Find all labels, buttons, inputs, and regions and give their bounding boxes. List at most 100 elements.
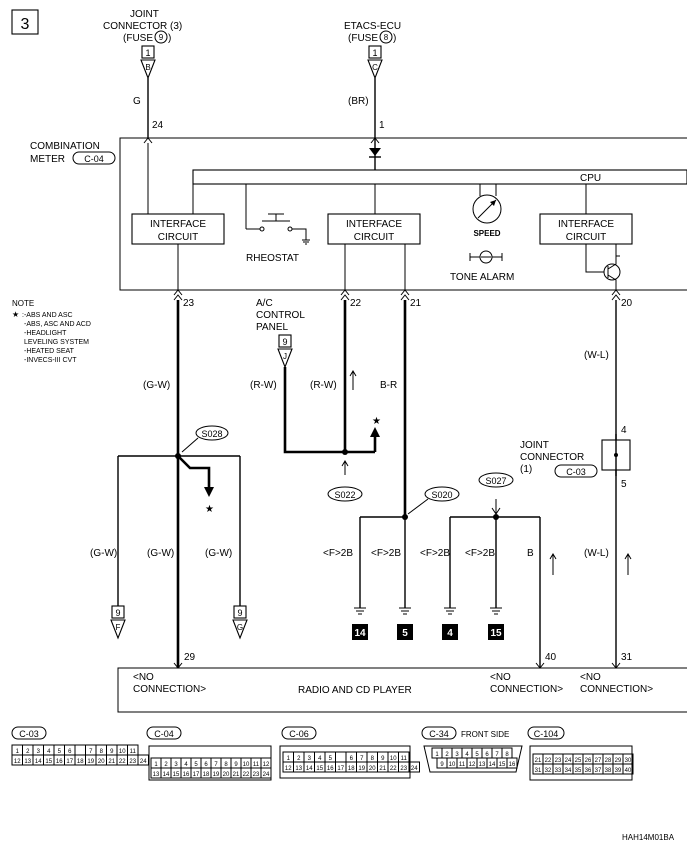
svg-text:PANEL: PANEL [256,322,288,333]
connector-pin-c06: 18 [348,766,355,772]
connector-pin-c04: 1 [154,762,158,768]
connector-pin-c06: 15 [316,766,323,772]
connector-pin-c104: 38 [605,768,612,774]
radio-cd-player: <NO CONNECTION> RADIO AND CD PLAYER <NO … [117,667,687,713]
connector-pin-c04: 2 [164,762,168,768]
connector-pin-c03: 1 [16,749,20,755]
ground-symbols: 14 5 4 15 [352,607,504,640]
connector-pin-c06: 11 [401,756,408,762]
svg-text:C-03: C-03 [566,467,586,477]
combination-meter: COMBINATION METER C-04 CPU INTERFACE CIR… [30,137,687,291]
meter-bottom-terminals: 23 22 21 20 [173,289,633,309]
connector-pin-c03: 17 [66,759,73,765]
svg-text:<F>2B: <F>2B [371,548,401,559]
svg-text:<F>2B: <F>2B [420,548,450,559]
joint-connector-fuse-a: (FUSE [123,33,153,44]
svg-text:9: 9 [282,337,287,347]
connector-pin-c03: 8 [100,749,104,755]
connector-pin-c34: 2 [445,752,449,758]
connector-label-c34: C-34 [429,729,449,739]
svg-text:(G-W): (G-W) [205,548,232,559]
connector-pin-c34: 7 [495,752,499,758]
connector-pin-c04: 12 [263,762,270,768]
wire-br: (BR) [348,96,369,107]
connector-pin-c06: 22 [390,766,397,772]
rheostat-label: RHEOSTAT [246,253,299,264]
speed-gauge-icon [472,194,502,224]
svg-text:(W-L): (W-L) [584,548,609,559]
connector-label-c03: C-03 [19,729,39,739]
connector-pin-c34: 13 [479,762,486,768]
connector-pin-c104: 37 [595,768,602,774]
svg-text:<F>2B: <F>2B [323,548,353,559]
connector-pin-c04: 18 [203,772,210,778]
connector-pin-c04: 14 [163,772,170,778]
svg-text:4: 4 [447,628,453,639]
svg-text:★: ★ [372,416,381,427]
connector-pin-c04: 19 [213,772,220,778]
connector-pin-c34: 1 [435,752,439,758]
interface-circuit-middle [327,213,421,245]
front-side-label: FRONT SIDE [461,730,509,739]
connector-pin-c04: 7 [214,762,218,768]
connector-cell [506,757,518,769]
connector-pin-c03: 3 [37,749,41,755]
connector-pin-c06: 14 [306,766,313,772]
svg-text:<F>2B: <F>2B [465,548,495,559]
connector-pin-c34: 8 [505,752,509,758]
page-number-box [11,9,39,35]
connector-pin-c34: 6 [485,752,489,758]
svg-text:F: F [116,623,121,632]
connector-pin-c03: 18 [77,759,84,765]
connector-pin-c03: 23 [129,759,136,765]
connector-pin-c04: 24 [263,772,270,778]
connector-pin-c06: 10 [390,756,397,762]
connector-pin-c104: 30 [625,758,632,764]
svg-text:14: 14 [354,628,366,639]
connector-pin-c06: 16 [327,766,334,772]
diode-icon [369,148,381,156]
connector-pin-c104: 35 [575,768,582,774]
svg-text:(G-W): (G-W) [90,548,117,559]
svg-text:INTERFACE: INTERFACE [346,219,402,230]
connector-pin-c04: 15 [173,772,180,778]
connector-pin-c34: 3 [455,752,459,758]
pin-triangle [367,59,383,80]
connector-pin-c104: 26 [585,758,592,764]
connector-pin-c104: 27 [595,758,602,764]
connector-pin-c104: 24 [565,758,572,764]
connector-pin-c34: 4 [465,752,469,758]
svg-text:S028: S028 [201,429,222,439]
joint-connector-label-1: JOINT [130,9,159,20]
connector-pin-c03: 15 [45,759,52,765]
wire-20-circuit: (W-L) 4 5 JOINT CONNECTOR (1) C-03 (W-L)… [520,300,633,668]
connector-cell [260,767,272,779]
svg-text:9: 9 [237,608,242,618]
connector-pin-c04: 5 [194,762,198,768]
fuse-circle [154,30,168,44]
svg-text:A/C: A/C [256,298,273,309]
svg-text:22: 22 [350,298,362,309]
connector-pin-c06: 24 [411,766,418,772]
connector-cell [622,763,634,775]
terminal-24: 24 [152,120,164,131]
interface-circuit-right [539,213,633,245]
svg-text:S022: S022 [334,490,355,500]
page-number: 3 [21,16,30,33]
svg-text:(R-W): (R-W) [310,380,337,391]
connector-pin-c03: 2 [26,749,30,755]
svg-text:29: 29 [184,652,196,663]
connector-pin-c06: 13 [295,766,302,772]
svg-text::-ABS AND ASC: :-ABS AND ASC [22,312,73,319]
connector-pin-c34: 12 [469,762,476,768]
s027-circuit: S027 <F>2B <F>2B B 40 [420,472,557,668]
etacs-pin: C [372,63,378,72]
connector-pin-c03: 20 [98,759,105,765]
splice-s027 [478,472,514,488]
connector-pin-c03: 6 [68,749,72,755]
note-block: NOTE ★ :-ABS AND ASC -ABS, ASC AND ACD -… [12,299,91,364]
connector-pin-c06: 1 [287,756,291,762]
svg-text:<NO: <NO [133,672,154,683]
svg-text:(G-W): (G-W) [147,548,174,559]
svg-text:G: G [237,623,243,632]
